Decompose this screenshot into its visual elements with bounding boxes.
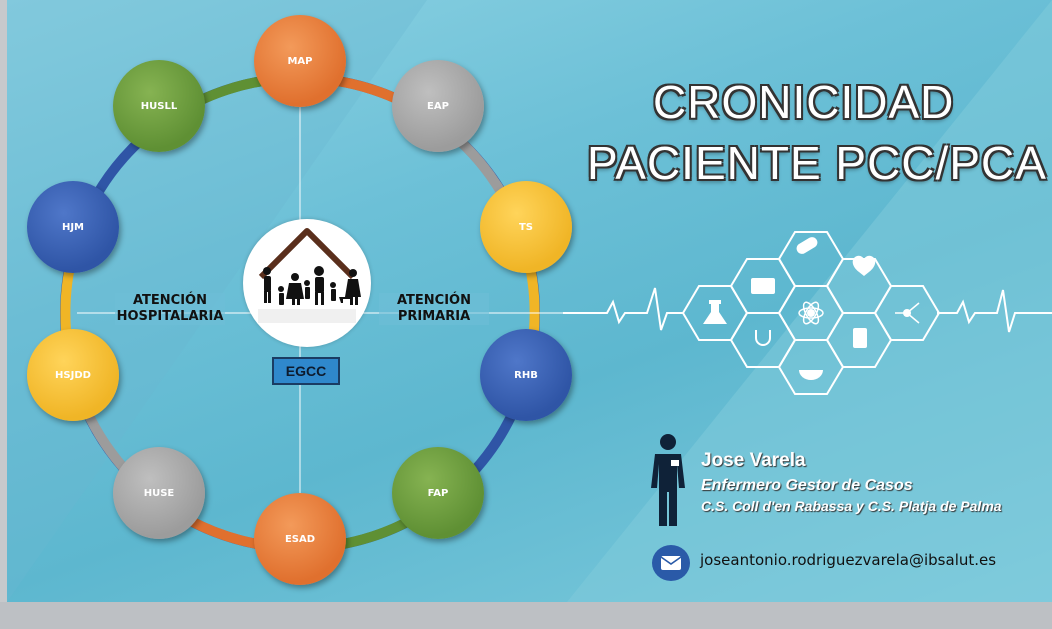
ring-node-esad: ESAD <box>254 493 346 585</box>
ring-node-hsjdd: HSJDD <box>27 329 119 421</box>
ring-node-map: MAP <box>254 15 346 107</box>
title-line-2: PACIENTE PCC/PCA <box>587 137 1047 189</box>
email-link[interactable]: joseantonio.rodriguezvarela@ibsalut.es <box>700 551 997 569</box>
family-under-roof-icon <box>243 219 371 347</box>
stethoscope-icon <box>755 330 771 346</box>
ring-node-hjm: HJM <box>27 181 119 273</box>
pills-icon <box>796 237 818 254</box>
atom-icon <box>807 309 815 317</box>
ring-node-husll: HUSLL <box>113 60 205 152</box>
label-atencion-hospitalaria: ATENCIÓN HOSPITALARIA <box>115 293 225 325</box>
author-role: Enfermero Gestor de Casos <box>701 477 913 494</box>
slide: MAP EAP TS RHB FAP ESAD HUSE HSJDD HJM H… <box>7 0 1052 602</box>
medical-hexagon-graphic <box>563 231 1052 395</box>
author-name: Jose Varela <box>701 450 806 471</box>
first-aid-kit-icon <box>751 278 775 294</box>
ring-node-rhb: RHB <box>480 329 572 421</box>
bottom-bar <box>0 602 1052 629</box>
ring-node-fap: FAP <box>392 447 484 539</box>
mail-icon <box>652 545 690 581</box>
nurse-silhouette-icon <box>651 434 685 526</box>
ring-node-ts: TS <box>480 181 572 273</box>
author-centers: C.S. Coll d'en Rabassa y C.S. Platja de … <box>701 498 1002 514</box>
heart-pulse-icon <box>852 255 876 276</box>
medicine-bottle-icon <box>853 328 867 348</box>
ring-node-huse: HUSE <box>113 447 205 539</box>
flask-icon <box>703 300 727 324</box>
left-border-strip <box>0 0 7 602</box>
label-atencion-primaria: ATENCIÓN PRIMARIA <box>379 293 489 325</box>
mortar-pestle-icon <box>799 370 823 380</box>
title-line-1: CRONICIDAD <box>653 76 955 128</box>
egcc-label-box: EGCC <box>272 357 340 385</box>
ring-node-eap: EAP <box>392 60 484 152</box>
